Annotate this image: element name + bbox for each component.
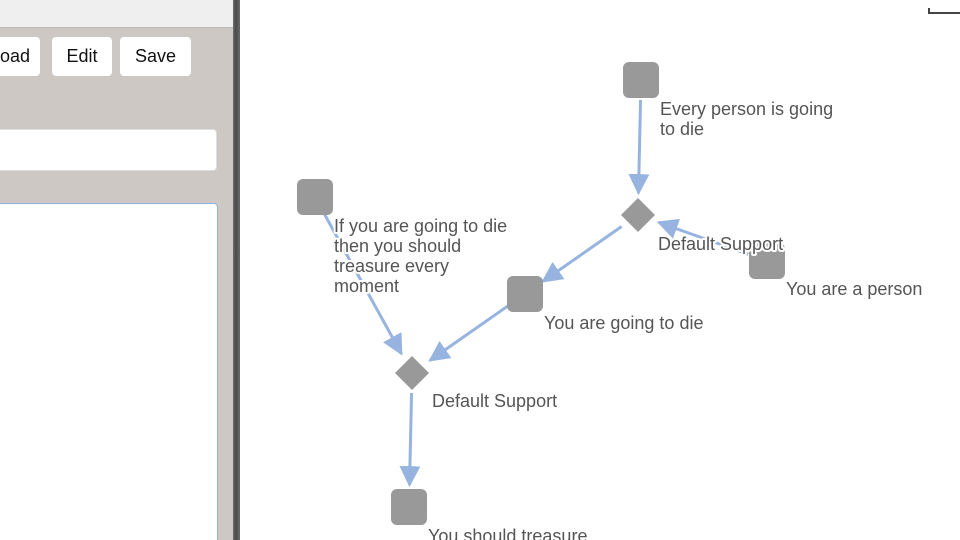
claim-label-line: You should treasure: [428, 526, 587, 540]
argument-text-area[interactable]: [0, 203, 218, 540]
claim-label-line: If you are going to die: [334, 216, 507, 236]
edge-s2-to-c5[interactable]: [399, 392, 421, 488]
claim-node-c5[interactable]: [391, 489, 427, 525]
editor-panel: Load Edit Save: [0, 0, 233, 540]
edge-c3-to-s2[interactable]: [428, 304, 510, 362]
name-input[interactable]: [0, 129, 217, 171]
support-label-s1: Default Support: [658, 234, 783, 254]
claim-label-line: Every person is going: [660, 99, 833, 119]
edit-button[interactable]: Edit: [52, 37, 112, 76]
claim-label-c2: You are a person: [786, 279, 922, 299]
support-node-s2[interactable]: [395, 356, 429, 390]
panel-top-strip: [0, 0, 233, 28]
claim-label-line: You are going to die: [544, 313, 703, 333]
claim-label-line: You are a person: [786, 279, 922, 299]
support-label-s2: Default Support: [432, 391, 557, 411]
claim-node-c1[interactable]: [623, 62, 659, 98]
claim-label-c3: You are going to die: [544, 313, 703, 333]
claim-label-line: treasure every: [334, 256, 449, 276]
panel-splitter[interactable]: [233, 0, 240, 540]
claim-label-line: to die: [660, 119, 704, 139]
corner-handle-icon: [928, 8, 960, 14]
edge-c2-to-s1[interactable]: [656, 218, 749, 256]
claim-label-line: moment: [334, 276, 399, 296]
support-node-s1[interactable]: [621, 198, 655, 232]
claim-node-c2[interactable]: [749, 243, 785, 279]
edge-c4-to-s2[interactable]: [323, 213, 403, 356]
save-button[interactable]: Save: [120, 37, 191, 76]
claim-node-c3[interactable]: [507, 276, 543, 312]
load-button[interactable]: Load: [0, 37, 40, 76]
claim-node-c4[interactable]: [297, 179, 333, 215]
edge-s1-to-c3[interactable]: [541, 225, 623, 283]
claim-label-c5: You should treasure: [428, 526, 587, 540]
claim-label-line: then you should: [334, 236, 461, 256]
edge-c1-to-s1[interactable]: [628, 99, 650, 196]
